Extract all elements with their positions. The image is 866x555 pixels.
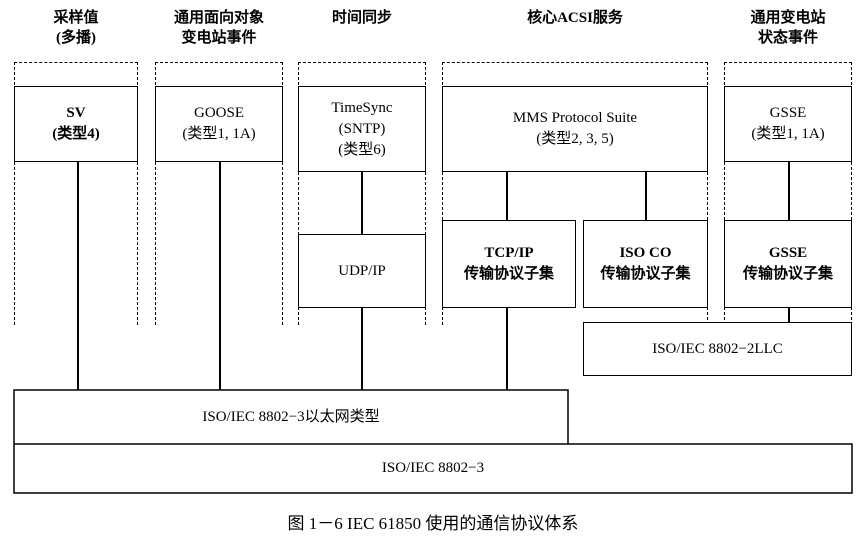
connector-tcp-ether [506,308,508,390]
column-frame-acsi [442,62,708,325]
udp-box: UDP/IP [298,234,426,308]
header-time-sync: 时间同步 [331,10,392,26]
sv-box: SV (类型4) [14,86,138,162]
iso-co-box: ISO CO 传输协议子集 [583,220,708,308]
header-core-acsi: 核心ACSI服务 [527,10,623,26]
connector-goose [219,162,221,390]
ethertype-label: ISO/IEC 8802−3以太网类型 [202,408,380,425]
connector-udp-ether [361,308,363,390]
figure-caption: 图 1－6 IEC 61850 使用的通信协议体系 [287,514,579,533]
column-frame-gsse [724,62,852,325]
tcp-ip-box: TCP/IP 传输协议子集 [442,220,576,308]
column-frame-goose [155,62,283,325]
column-frame-sv [14,62,138,325]
gsse-transport-box: GSSE 传输协议子集 [724,220,852,308]
mms-box: MMS Protocol Suite (类型2, 3, 5) [442,86,708,172]
connector-sv-left [77,162,79,390]
connector-mms-tcp [506,172,508,220]
connector-mms-isoco [645,172,647,220]
ethernet-label: ISO/IEC 8802−3 [381,460,485,476]
connector-gsse-llc [788,308,790,322]
header-sampled-values: 采样值 (多播) [53,10,99,46]
goose-box: GOOSE (类型1, 1A) [155,86,283,162]
gsse-box: GSSE (类型1, 1A) [724,86,852,162]
connector-timesync-udp [361,172,363,234]
header-gsse: 通用变电站 状态事件 [750,10,826,46]
timesync-box: TimeSync (SNTP) (类型6) [298,86,426,172]
column-frame-timesync [298,62,426,325]
connector-gsse-top [788,162,790,220]
header-goose: 通用面向对象 变电站事件 [173,10,264,46]
llc-box: ISO/IEC 8802−2LLC [583,322,852,376]
